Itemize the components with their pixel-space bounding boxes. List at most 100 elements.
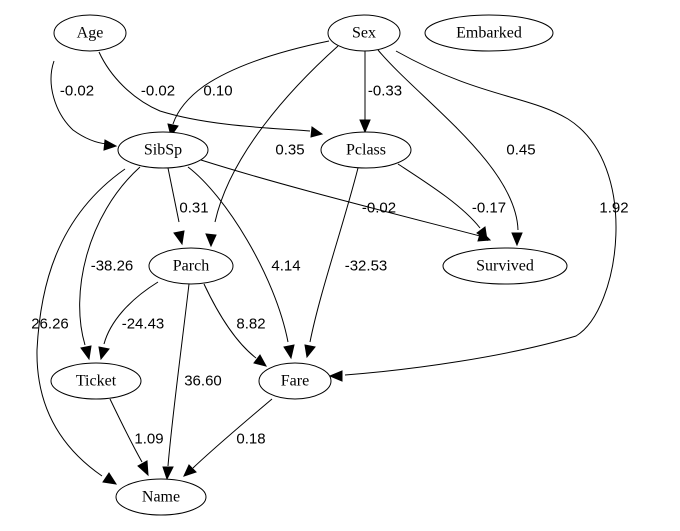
edge-sex-parch: 0.35 xyxy=(205,45,339,248)
edge-line xyxy=(344,50,617,376)
edge-line xyxy=(98,51,311,132)
arrowhead-icon xyxy=(511,232,523,247)
edge-sex-fare: 1.92 xyxy=(328,50,629,382)
edge-line xyxy=(36,168,126,477)
edge-line xyxy=(172,40,330,125)
edge-line xyxy=(79,166,141,346)
node-sex: Sex xyxy=(327,14,401,52)
node-label: Parch xyxy=(173,258,209,275)
edge-line xyxy=(103,281,159,345)
arrowhead-icon xyxy=(183,464,197,477)
edge-weight-label: -24.43 xyxy=(122,316,165,333)
edge-weight-label: 0.18 xyxy=(236,431,265,448)
edge-parch-fare: 8.82 xyxy=(203,283,267,367)
node-ellipse xyxy=(320,131,412,169)
node-parch: Parch xyxy=(148,247,234,285)
node-ellipse xyxy=(424,14,554,52)
edge-line xyxy=(397,163,481,229)
node-label: Survived xyxy=(476,258,534,275)
node-ellipse xyxy=(442,247,568,285)
edge-line xyxy=(109,398,143,463)
node-ellipse xyxy=(50,362,142,400)
edge-weight-label: 1.09 xyxy=(134,431,163,448)
node-label: SibSp xyxy=(144,142,182,159)
node-ellipse xyxy=(148,247,234,285)
arrowhead-icon xyxy=(80,345,92,361)
node-age: Age xyxy=(53,14,127,52)
edge-weight-label: -0.02 xyxy=(141,83,175,100)
node-ellipse xyxy=(258,362,332,400)
edge-weight-label: 0.10 xyxy=(203,83,232,100)
edge-sibsp-name: 26.26 xyxy=(31,168,126,485)
edge-line xyxy=(309,167,359,343)
node-label: Embarked xyxy=(456,25,522,42)
arrowhead-icon xyxy=(476,226,488,242)
node-ellipse xyxy=(117,131,209,169)
edge-weight-label: 1.92 xyxy=(599,200,628,217)
edge-weight-label: -32.53 xyxy=(345,258,388,275)
node-ellipse xyxy=(327,14,401,52)
arrowhead-icon xyxy=(162,466,174,481)
arrowhead-icon xyxy=(102,472,118,485)
edge-line xyxy=(203,283,257,359)
edge-weight-label: 0.31 xyxy=(179,200,208,217)
node-name: Name xyxy=(115,478,207,516)
edge-pclass-fare: -32.53 xyxy=(304,167,388,359)
arrowhead-icon xyxy=(173,230,185,246)
node-pclass: Pclass xyxy=(320,131,412,169)
edge-line xyxy=(167,167,180,223)
edge-weight-label: 26.26 xyxy=(31,316,69,333)
edge-line xyxy=(377,49,519,231)
arrowhead-icon xyxy=(283,344,295,360)
edge-line xyxy=(187,166,289,343)
node-label: Name xyxy=(142,489,180,506)
edge-sex-pclass: -0.33 xyxy=(359,51,402,134)
arrowhead-icon xyxy=(328,370,343,382)
edge-age-sibsp: -0.02 xyxy=(50,60,118,151)
edge-weight-label: -0.17 xyxy=(472,200,506,217)
edge-line xyxy=(200,159,481,237)
edge-sibsp-survived: -0.02 xyxy=(200,159,492,242)
edge-weight-label: -0.02 xyxy=(60,83,94,100)
edge-line xyxy=(50,60,108,145)
edge-sex-survived: 0.45 xyxy=(377,49,536,247)
arrowhead-icon xyxy=(304,344,316,359)
node-survived: Survived xyxy=(442,247,568,285)
arrowhead-icon xyxy=(310,126,324,138)
node-label: Age xyxy=(77,25,104,42)
node-label: Fare xyxy=(281,373,309,390)
node-ellipse xyxy=(53,14,127,52)
node-ellipse xyxy=(115,478,207,516)
node-label: Pclass xyxy=(346,142,386,159)
edge-line xyxy=(214,45,339,223)
edge-parch-name: 36.60 xyxy=(162,283,222,481)
edge-line xyxy=(167,283,190,467)
arrowhead-icon xyxy=(359,119,371,134)
edge-weight-label: 8.82 xyxy=(236,316,265,333)
edge-weight-label: 0.35 xyxy=(275,142,304,159)
arrowhead-icon xyxy=(205,233,217,248)
arrowhead-icon xyxy=(98,346,110,361)
edge-fare-name: 0.18 xyxy=(183,398,273,477)
arrowhead-icon xyxy=(253,354,267,367)
edge-sibsp-parch: 0.31 xyxy=(167,167,209,246)
node-ticket: Ticket xyxy=(50,362,142,400)
edge-sex-sibsp: 0.10 xyxy=(167,40,330,138)
edge-weight-label: 4.14 xyxy=(271,258,300,275)
node-label: Sex xyxy=(352,25,376,42)
arrowhead-icon xyxy=(137,460,149,477)
edge-sibsp-fare: 4.14 xyxy=(187,166,301,360)
edge-sibsp-ticket: -38.26 xyxy=(79,166,141,361)
node-fare: Fare xyxy=(258,362,332,400)
node-label: Ticket xyxy=(76,373,117,390)
edge-weight-label: 0.45 xyxy=(506,142,535,159)
edge-weight-label: -0.33 xyxy=(368,83,402,100)
edge-weight-label: 36.60 xyxy=(184,373,222,390)
edge-pclass-survived: -0.17 xyxy=(397,163,506,242)
node-embarked: Embarked xyxy=(424,14,554,52)
edge-parch-ticket: -24.43 xyxy=(98,281,165,361)
edge-ticket-name: 1.09 xyxy=(109,398,164,477)
